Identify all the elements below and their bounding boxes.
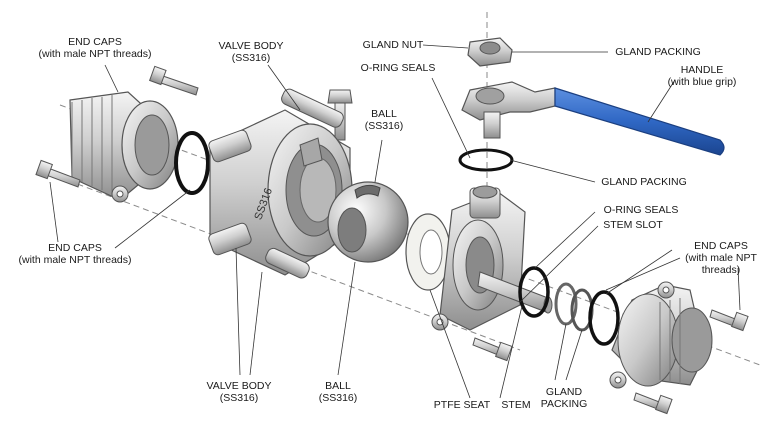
o-ring-left [174,131,210,195]
ptfe-seat [405,213,451,291]
label-end-caps-left: END CAPS (with male NPT threads) [18,242,132,266]
label-end-caps-right: END CAPS (with male NPT threads) [685,240,757,276]
o-ring-right [588,290,620,346]
leader-lines [49,44,741,399]
label-ball-top: BALL (SS316) [364,108,404,132]
label-gland-packing-top: GLAND PACKING [615,46,701,58]
bolt-bottom-right [633,392,673,415]
gland-packing-ring-top [458,148,514,172]
o-ring-stem [518,266,550,318]
right-end-cap [609,281,713,389]
label-o-ring-seals-mid: O-RING SEALS [603,204,679,216]
left-end-cap [69,91,179,203]
handle [461,81,725,156]
label-ball-bottom: BALL (SS316) [318,380,358,404]
label-handle: HANDLE (with blue grip) [667,64,737,88]
label-ptfe-seat: PTFE SEAT [433,399,491,411]
label-gland-packing-bottom: GLAND PACKING [540,386,588,410]
bolt-bottom-center [472,337,513,362]
right-body-half [431,185,526,331]
gland-nut [467,37,513,67]
label-gland-packing-mid: GLAND PACKING [601,176,687,188]
label-gland-nut: GLAND NUT [362,39,424,51]
bolt-top-left [148,65,199,96]
ball [327,181,409,263]
bolt-left [35,159,81,188]
label-stem-slot: STEM SLOT [603,219,663,231]
label-end-caps-top-left: END CAPS (with male NPT threads) [38,36,152,60]
label-stem: STEM [501,399,531,411]
bolt-right [709,309,749,332]
label-valve-body-top: VALVE BODY (SS316) [218,40,284,64]
label-valve-body-bottom: VALVE BODY (SS316) [206,380,272,404]
label-o-ring-seals-top: O-RING SEALS [360,62,436,74]
valve-body: SS316 [208,88,353,279]
